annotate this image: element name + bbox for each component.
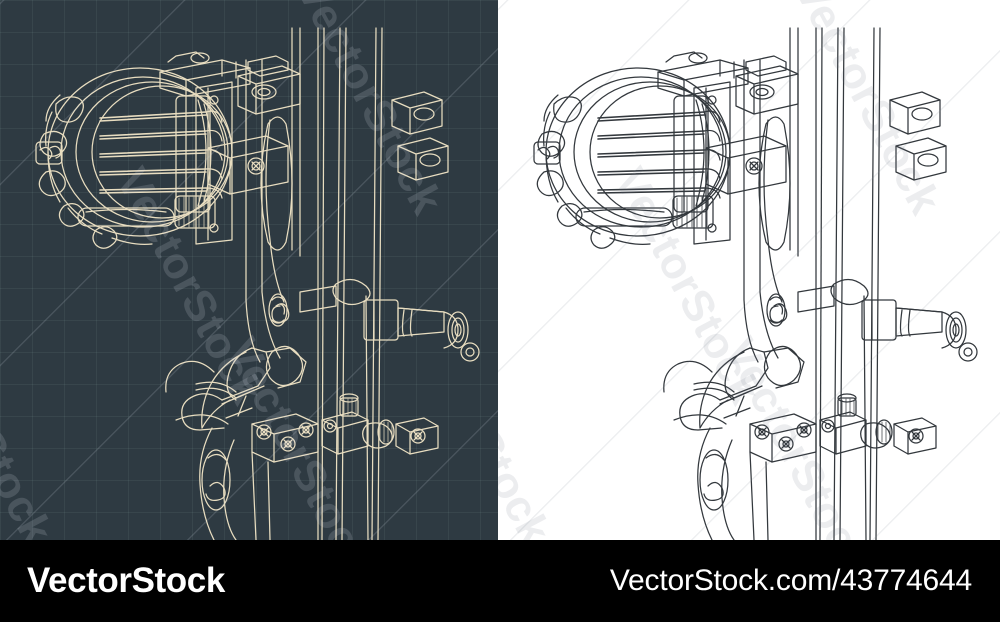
line-art-light-panel: VectorStock VectorStock VectorStock Vect… — [498, 0, 1000, 540]
blueprint-dark-panel: VectorStock VectorStock VectorStock Vect… — [0, 0, 498, 540]
bow-sight-blueprint-drawing — [0, 0, 498, 540]
bow-sight-line-drawing — [498, 0, 1000, 540]
footer-bar: VectorStock VectorStock.com/43774644 — [0, 540, 1000, 622]
vectorstock-logo[interactable]: VectorStock — [27, 561, 225, 600]
vectorstock-url[interactable]: VectorStock.com/43774644 — [609, 564, 972, 597]
